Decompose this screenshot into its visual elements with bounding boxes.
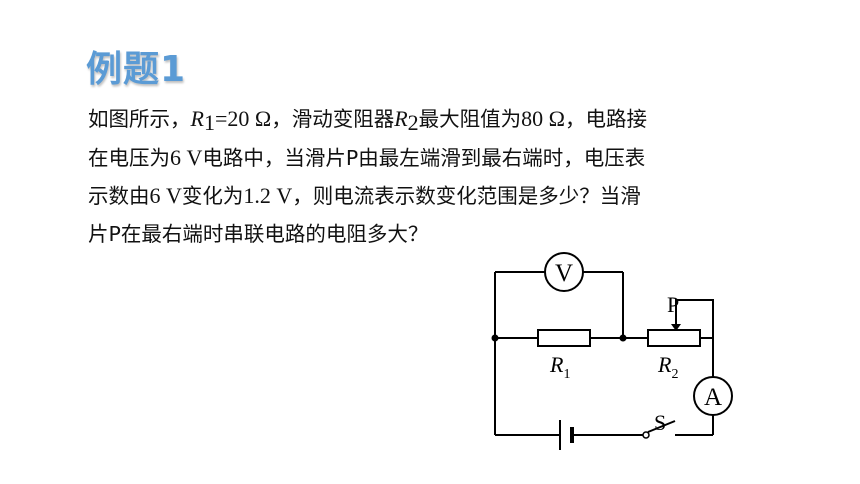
circuit-diagram: V A P S R1 R2	[491, 252, 733, 450]
text-segment: 如图所示，	[88, 107, 191, 131]
voltmeter	[544, 252, 584, 292]
r2-max-value: 80 Ω	[521, 106, 566, 131]
text-segment: 最大阻值为	[418, 107, 522, 131]
problem-line-2: 在电压为6 V电路中，当滑片P由最左端滑到最右端时，电压表	[88, 139, 748, 178]
r2-label: R2	[657, 352, 678, 382]
text-segment: ，则电流表示数变化范围是多少？当滑	[292, 184, 641, 208]
resistor-r2	[647, 329, 701, 347]
switch-label: S	[654, 410, 666, 435]
switch-lever	[647, 420, 676, 433]
slider-label: P	[667, 292, 679, 317]
ammeter-label: A	[704, 384, 722, 411]
r2-label-symbol: R	[657, 352, 672, 377]
problem-line-4: 片P在最右端时串联电路的电阻多大？	[88, 221, 429, 246]
text-segment: 变化为	[181, 184, 244, 208]
text-segment: 在电压为	[88, 145, 170, 170]
problem-line-3: 示数由6 V变化为1.2 V，则电流表示数变化范围是多少？当滑	[88, 177, 748, 216]
text-segment: 电路中，当滑片P由最左端滑到最右端时，电压表	[202, 145, 646, 170]
problem-line-1: 如图所示，R1=20 Ω，滑动变阻器R2最大阻值为80 Ω，电路接	[88, 100, 748, 139]
voltage-start: 6 V	[149, 183, 182, 208]
problem-text: 如图所示，R1=20 Ω，滑动变阻器R2最大阻值为80 Ω，电路接 在电压为6 …	[88, 100, 748, 253]
voltage-end: 1.2 V	[243, 183, 293, 208]
slider-arrow-icon	[671, 324, 681, 331]
text-segment: ，滑动变阻器	[271, 107, 395, 131]
r2-label-sub: 2	[671, 367, 678, 382]
ammeter	[693, 376, 733, 416]
r2-subscript: 2	[407, 110, 419, 135]
r1-subscript: 1	[203, 110, 215, 135]
resistor-r1	[537, 329, 591, 347]
voltmeter-label: V	[555, 260, 573, 287]
text-segment: ，电路接	[565, 107, 648, 131]
junction-dot	[619, 334, 627, 342]
r1-label-symbol: R	[549, 352, 564, 377]
switch-contact	[642, 431, 650, 439]
r2-symbol: R	[394, 106, 408, 131]
r1-value: =20 Ω	[214, 106, 272, 131]
r1-label: R1	[549, 352, 570, 382]
r1-label-sub: 1	[563, 367, 570, 382]
source-voltage: 6 V	[170, 144, 203, 170]
page-title: 例题1	[86, 49, 187, 90]
r1-symbol: R	[190, 106, 204, 131]
junction-dot	[491, 334, 499, 342]
text-segment: 示数由	[88, 184, 150, 208]
wire-slider	[675, 299, 714, 377]
